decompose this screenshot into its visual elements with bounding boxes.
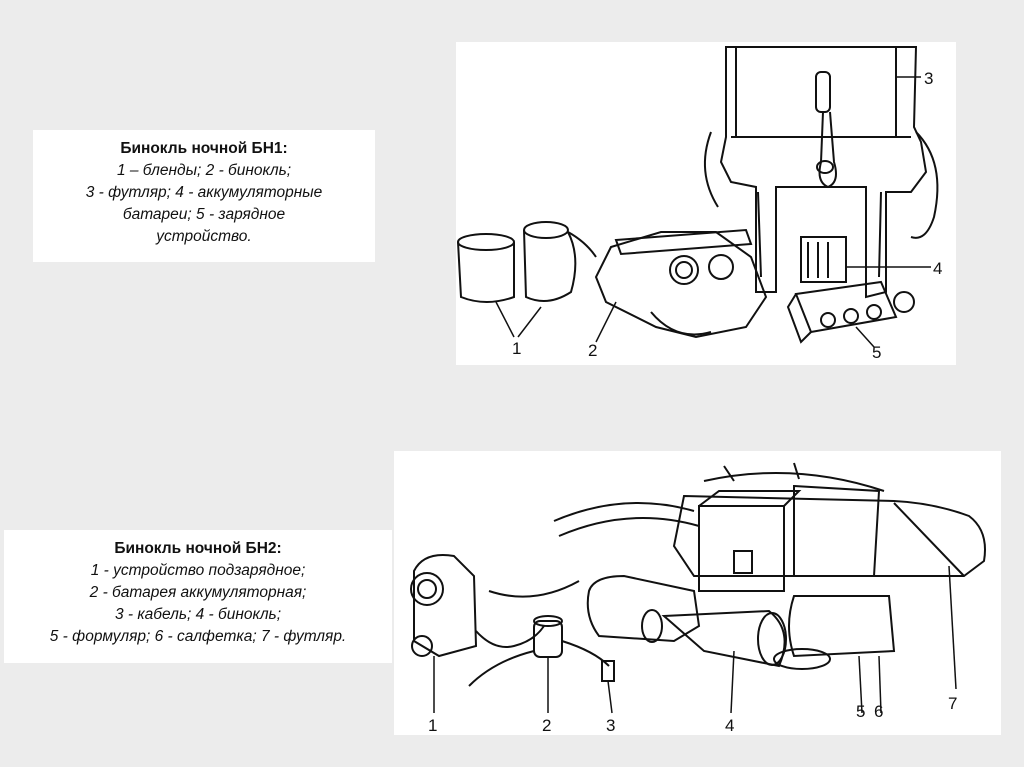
bn1-caption: Бинокль ночной БН1: 1 – бленды; 2 - бино… [33,130,375,262]
bn1-leader-lines [495,76,931,348]
bn2-label-2: 2 [542,716,551,735]
bn2-caption-title: Бинокль ночной БН2: [114,540,282,557]
bn1-caption-line: устройство. [156,228,252,245]
bn2-caption-line: 5 - формуляр; 6 - салфетка; 7 - футляр. [49,628,347,645]
bn1-caption-line: 1 – бленды; 2 - бинокль; [116,162,292,179]
bn2-battery-drawing [533,615,563,658]
bn2-caption-line: 1 - устройство подзарядное; [90,562,306,579]
bn2-case-drawing [553,462,986,592]
bn1-label-5: 5 [872,343,881,362]
bn2-form-napkin-drawing [773,595,896,670]
bn1-case-drawing [703,46,939,299]
bn1-label-2: 2 [588,341,597,360]
bn2-charger-drawing [410,554,545,658]
bn1-hoods-drawing [457,221,597,303]
bn1-batteries-drawing [800,236,847,283]
bn2-label-3: 3 [606,716,615,735]
bn1-charger-drawing [786,280,915,344]
bn1-caption-title: Бинокль ночной БН1: [120,140,288,157]
bn2-label-5: 5 [856,702,865,721]
bn2-label-1: 1 [428,716,437,735]
bn2-binocular-drawing [488,574,787,668]
bn2-label-4: 4 [725,716,734,735]
bn2-caption-line: 2 - батарея аккумуляторная; [89,584,307,601]
bn2-label-7: 7 [948,694,957,713]
bn2-leader-lines [433,565,957,714]
bn1-label-1: 1 [512,339,521,358]
bn2-illustration: 1 2 3 4 5 6 7 [394,451,1001,735]
bn1-caption-line: 3 - футляр; 4 - аккумуляторные [85,184,323,201]
bn1-illustration: 1 2 3 4 5 [456,42,956,365]
bn1-binocular-drawing [594,228,768,339]
bn2-cable-drawing [468,640,615,687]
bn1-label-4: 4 [933,259,942,278]
bn2-caption-line: 3 - кабель; 4 - бинокль; [114,606,282,623]
bn2-caption: Бинокль ночной БН2: 1 - устройство подза… [4,530,392,663]
bn1-label-3: 3 [924,69,933,88]
bn2-label-6: 6 [874,702,883,721]
bn1-caption-line: батареи; 5 - зарядное [122,206,286,223]
